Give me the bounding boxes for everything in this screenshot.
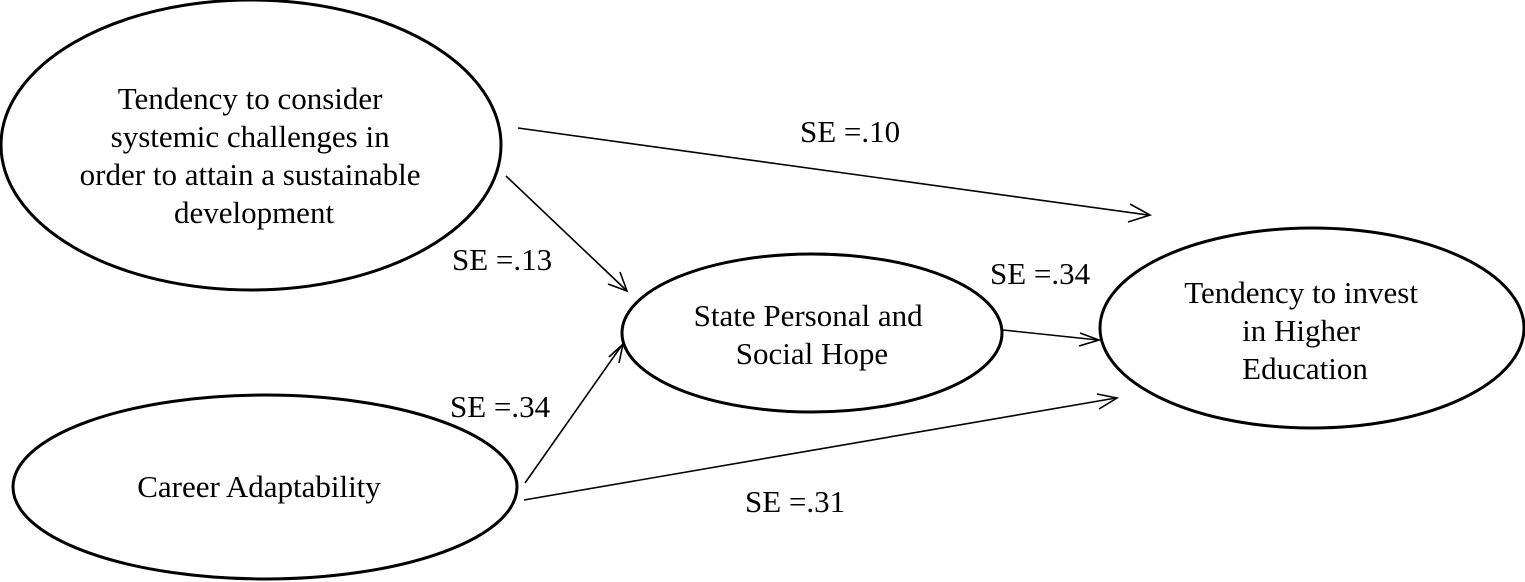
node-personal-social-hope: State Personal and Social Hope [620, 252, 1004, 414]
edge-label-career-invest: SE =.31 [745, 484, 845, 519]
arrowhead [1078, 332, 1102, 347]
edge-career-to-hope: SE =.34 [450, 341, 625, 484]
node-label: Tendency to consider systemic challenges… [80, 81, 429, 230]
edge-label-systemic-hope: SE =.13 [452, 242, 552, 277]
edge-career-to-invest: SE =.31 [523, 393, 1120, 519]
node-ellipse [11, 393, 519, 581]
node-label-line: Education [1242, 351, 1368, 386]
node-career-adaptability: Career Adaptability [11, 393, 519, 581]
edge-line [523, 397, 1117, 501]
node-systemic-challenges: Tendency to consider systemic challenges… [0, 0, 503, 292]
node-label: Tendency to invest in Higher Education [1184, 275, 1425, 386]
node-label-line: State Personal and [694, 298, 924, 333]
arrowhead [607, 271, 629, 293]
node-label-line: Tendency to invest [1184, 275, 1418, 310]
node-label: State Personal and Social Hope [694, 298, 931, 371]
edge-label-hope-invest: SE =.34 [990, 256, 1091, 291]
node-label-line: Tendency to consider [118, 81, 383, 116]
arrowhead [1096, 393, 1120, 410]
node-label-line: Career Adaptability [137, 469, 381, 504]
edge-systemic-to-invest: SE =.10 [517, 114, 1153, 223]
edge-line [524, 344, 623, 484]
node-label-line: systemic challenges in [111, 119, 390, 154]
edge-label-career-hope: SE =.34 [450, 389, 551, 424]
edge-line [517, 127, 1149, 216]
node-label: Career Adaptability [137, 469, 381, 504]
node-label-line: Social Hope [736, 336, 888, 371]
node-ellipse [0, 0, 503, 292]
node-label-line: order to attain a sustainable [80, 157, 421, 192]
edge-systemic-to-hope: SE =.13 [452, 175, 629, 293]
node-invest-higher-education: Tendency to invest in Higher Education [1098, 226, 1525, 430]
node-ellipse [620, 252, 1004, 414]
node-label-line: in Higher [1242, 313, 1361, 348]
node-label-line: development [174, 195, 335, 230]
edge-label-systemic-invest: SE =.10 [800, 114, 900, 149]
edge-line [505, 175, 627, 291]
edge-hope-to-invest: SE =.34 [990, 256, 1102, 347]
node-ellipse [1098, 226, 1525, 430]
edge-line [1002, 329, 1099, 341]
arrowhead [1127, 203, 1153, 223]
